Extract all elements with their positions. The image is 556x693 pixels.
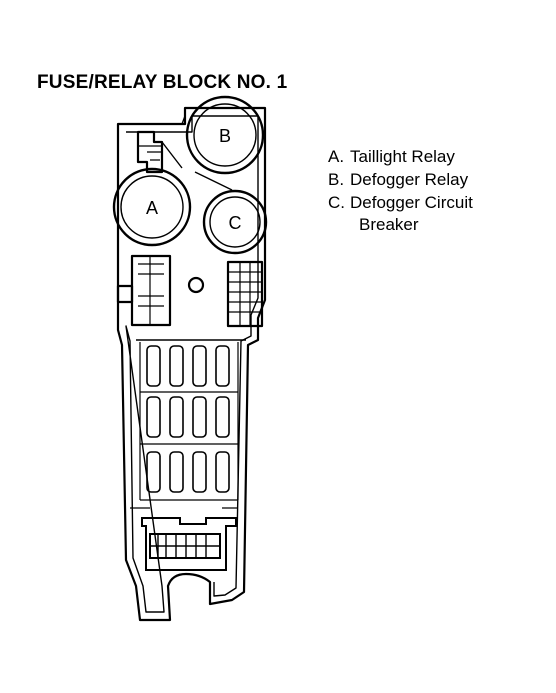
label-c: C bbox=[229, 213, 242, 233]
legend-item-c-continued: Breaker bbox=[359, 215, 419, 234]
legend-item-b: B. Defogger Relay bbox=[328, 169, 468, 191]
legend-key: A. bbox=[328, 147, 345, 166]
fuse-slot bbox=[169, 345, 184, 387]
fuse-slot-grid bbox=[139, 342, 239, 501]
fuse-slot bbox=[192, 345, 207, 387]
fuse-slot bbox=[192, 396, 207, 438]
fuse-slot bbox=[192, 451, 207, 493]
fuse-slot bbox=[146, 451, 161, 493]
diagram-title: FUSE/RELAY BLOCK NO. 1 bbox=[37, 72, 288, 93]
fuse-slot bbox=[146, 396, 161, 438]
legend-text: Taillight Relay bbox=[350, 147, 455, 166]
fuse-slot bbox=[215, 451, 230, 493]
fuse-slot bbox=[146, 345, 161, 387]
mid-left-connector bbox=[130, 254, 172, 327]
fuse-slot bbox=[169, 451, 184, 493]
legend-item-a: A. Taillight Relay bbox=[328, 146, 455, 168]
mid-right-connector bbox=[226, 260, 264, 328]
label-a: A bbox=[146, 198, 158, 218]
legend-text: Defogger Relay bbox=[350, 170, 469, 189]
legend-key: C. bbox=[328, 193, 345, 212]
legend-item-c: C. Defogger Circuit bbox=[328, 192, 473, 214]
relay-b bbox=[185, 95, 265, 175]
bottom-connector bbox=[130, 507, 238, 571]
legend-text: Defogger Circuit bbox=[350, 193, 473, 212]
legend-key: B. bbox=[328, 170, 345, 189]
top-left-connector bbox=[136, 130, 164, 174]
label-b: B bbox=[219, 126, 231, 146]
fuse-slot bbox=[169, 396, 184, 438]
mounting-hole bbox=[187, 276, 205, 294]
block-outline bbox=[116, 106, 267, 622]
fuse-slot bbox=[215, 345, 230, 387]
fuse-slot bbox=[215, 396, 230, 438]
relay-a bbox=[112, 167, 192, 247]
circuit-breaker-c bbox=[202, 189, 268, 255]
